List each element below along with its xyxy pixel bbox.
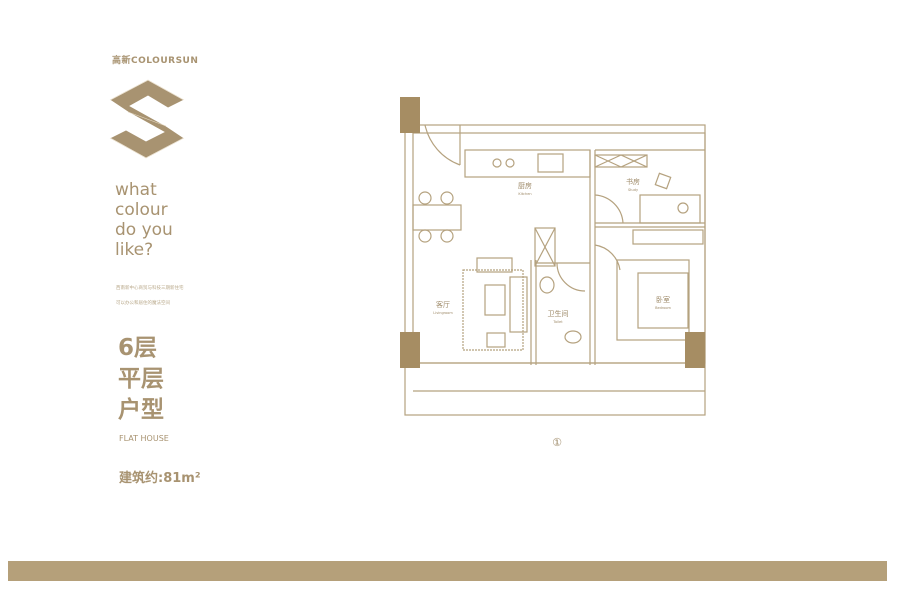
- structural-pillars: [400, 97, 705, 368]
- footer-bar: [8, 561, 887, 581]
- slogan-line: like?: [115, 240, 154, 260]
- title-line: 6层: [118, 335, 158, 361]
- page-title: 6层 平层 户型: [118, 333, 164, 426]
- slogan: what colour do you like?: [115, 180, 173, 260]
- room-label-bedroom: 卧室: [656, 295, 670, 304]
- slogan-line: do you: [115, 220, 173, 240]
- room-label-en: Study: [628, 188, 638, 192]
- subtitle: FLAT HOUSE: [119, 434, 169, 443]
- title-line: 平层: [118, 366, 164, 392]
- title-line: 户型: [118, 397, 164, 423]
- tagline-line: 可以办公和居住的魔法空间: [116, 301, 170, 306]
- slogan-line: what: [115, 180, 157, 200]
- outer-wall: [404, 124, 706, 416]
- room-label-en: Kitchen: [518, 192, 531, 196]
- tagline-line: 西南新中心商贸与科技三期新住宅: [116, 286, 184, 291]
- room-label-living: 客厅: [436, 300, 450, 309]
- room-label-study: 书房: [626, 177, 640, 186]
- room-label-toilet: 卫生间: [548, 309, 569, 318]
- room-label-kitchen: 厨房: [518, 181, 532, 190]
- floor-plan: 厨房 Kitchen 书房 Study 客厅 Livingroom 卫生间 To…: [400, 97, 706, 449]
- slogan-line: colour: [115, 200, 168, 220]
- room-label-en: Livingroom: [433, 311, 453, 315]
- brand-logo-text: 高新COLOURSUN: [112, 56, 199, 66]
- room-label-en: Bedroom: [655, 306, 671, 310]
- room-label-en: Toilet: [552, 320, 563, 324]
- s-logo-icon: [109, 79, 185, 159]
- unit-marker: ①: [552, 436, 562, 449]
- building-area: 建筑约:81m²: [119, 471, 201, 486]
